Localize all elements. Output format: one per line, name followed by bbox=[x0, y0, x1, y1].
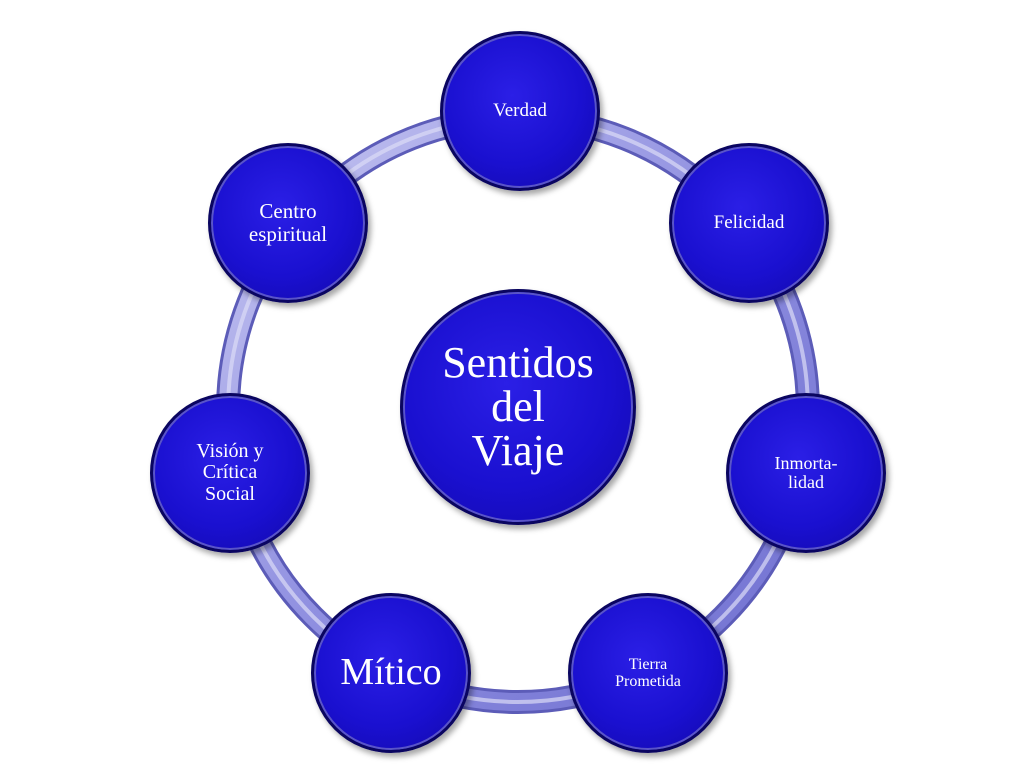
node-label-inmortalidad: Inmorta- lidad bbox=[774, 452, 838, 492]
node-label-centro-espiritual: Centro espiritual bbox=[248, 199, 328, 246]
center-node-label: Sentidos del Viaje bbox=[442, 338, 594, 475]
node-label-felicidad: Felicidad bbox=[713, 211, 785, 233]
node-felicidad: Felicidad bbox=[669, 143, 829, 303]
node-centro-espiritual: Centro espiritual bbox=[208, 143, 368, 303]
node-verdad: Verdad bbox=[440, 31, 600, 191]
node-label-vision-critica-social: Visión y Crítica Social bbox=[196, 439, 264, 505]
node-label-mitico: Mítico bbox=[340, 651, 442, 694]
node-inmortalidad: Inmorta- lidad bbox=[726, 393, 886, 553]
node-tierra-prometida: Tierra Prometida bbox=[568, 593, 728, 753]
node-mitico: Mítico bbox=[311, 593, 471, 753]
node-label-tierra-prometida: Tierra Prometida bbox=[615, 655, 681, 690]
center-node-sentidos-del-viaje: Sentidos del Viaje bbox=[400, 289, 636, 525]
node-label-verdad: Verdad bbox=[493, 99, 547, 121]
node-vision-critica-social: Visión y Crítica Social bbox=[150, 393, 310, 553]
